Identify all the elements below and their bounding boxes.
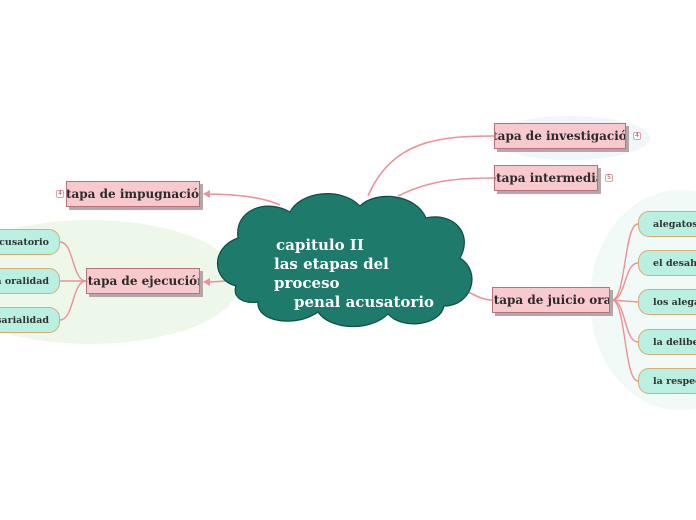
- topic-label: etapa de juicio oral: [492, 293, 610, 307]
- leaf-oralidad[interactable]: la oralidad: [0, 268, 60, 294]
- topic-label: etapa de ejecución: [86, 274, 200, 288]
- connector-investigacion: [367, 135, 495, 197]
- connector-leaf-desahogo: [611, 262, 639, 301]
- leaf-label: la delibera: [653, 336, 696, 348]
- collapse-badge-intermedia[interactable]: 5: [605, 174, 613, 182]
- leaf-respecto[interactable]: la respect: [638, 368, 696, 394]
- leaf-label: acusatorio: [0, 236, 49, 248]
- connector-leaf-adversarialidad: [59, 280, 87, 321]
- arrow-ejecucion: [203, 278, 210, 286]
- leaf-label: el desahog: [653, 257, 696, 269]
- connector-impugnacion: [203, 193, 281, 206]
- central-topic-line3: penal acusatorio: [294, 293, 435, 311]
- topic-label: etapa intermedia: [494, 171, 598, 185]
- leaf-label: la respect: [653, 375, 696, 387]
- connector-juicio: [467, 291, 493, 301]
- connector-leaf-alegatos: [611, 223, 639, 301]
- topic-label: etapa de impugnación: [66, 187, 200, 201]
- collapse-badge-impugnacion[interactable]: 4: [56, 190, 64, 198]
- central-cloud: [216, 193, 473, 328]
- topic-etapa-juicio-oral[interactable]: etapa de juicio oral: [492, 287, 610, 313]
- leaf-label: los alegat: [653, 296, 696, 308]
- leaf-adversarialidad[interactable]: rsarialidad: [0, 307, 60, 333]
- connector-leaf-respecto: [611, 299, 639, 382]
- arrow-impugnacion: [203, 190, 210, 198]
- leaf-label: rsarialidad: [0, 314, 49, 326]
- leaf-acusatorio[interactable]: acusatorio: [0, 229, 60, 255]
- leaf-label: alegatos d: [653, 218, 696, 230]
- topic-etapa-investigacion[interactable]: etapa de investigación: [494, 123, 626, 149]
- connector-leaf-acusatorio: [59, 241, 87, 282]
- connector-leaf-los-alegatos: [611, 299, 639, 303]
- topic-etapa-ejecucion[interactable]: etapa de ejecución: [86, 268, 200, 294]
- leaf-desahogo[interactable]: el desahog: [638, 250, 696, 276]
- collapse-badge-investigacion[interactable]: 4: [633, 132, 641, 140]
- topic-etapa-intermedia[interactable]: etapa intermedia: [494, 165, 598, 191]
- topic-etapa-impugnacion[interactable]: etapa de impugnación: [66, 181, 200, 207]
- central-topic-line2: las etapas del proceso: [274, 255, 389, 292]
- leaf-alegatos[interactable]: alegatos d: [638, 211, 696, 237]
- central-topic[interactable]: capitulo II las etapas del proceso penal…: [258, 236, 448, 312]
- central-topic-line1: capitulo II: [276, 236, 364, 254]
- leaf-label: la oralidad: [0, 275, 49, 287]
- leaf-deliberacion[interactable]: la delibera: [638, 329, 696, 355]
- topic-label: etapa de investigación: [495, 129, 626, 143]
- leaf-los-alegatos[interactable]: los alegat: [638, 289, 696, 315]
- connector-intermedia: [397, 177, 495, 197]
